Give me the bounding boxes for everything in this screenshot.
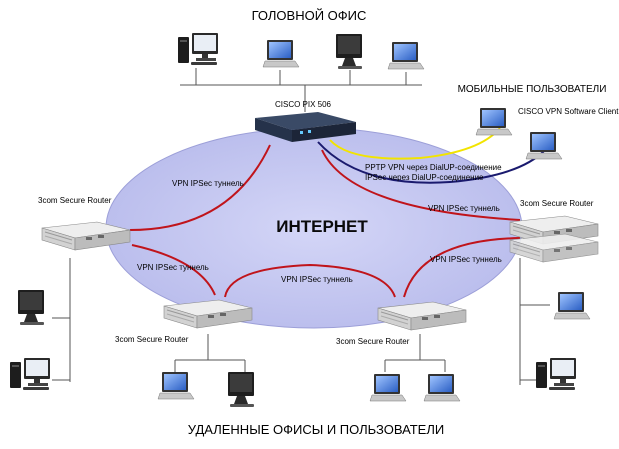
laptop-icon — [553, 291, 591, 320]
monitor-icon — [336, 34, 362, 69]
laptop-icon — [475, 107, 513, 136]
desktop-pc-icon — [536, 358, 576, 390]
vpn-tunnels — [129, 144, 521, 298]
monitor-icon — [228, 372, 254, 407]
router-label: 3com Secure Router — [336, 337, 410, 346]
internet-label: ИНТЕРНЕТ — [276, 217, 368, 236]
pptp-link — [329, 127, 501, 160]
ipsec-dialup-link — [317, 141, 546, 184]
router-label: 3com Secure Router — [520, 199, 594, 208]
laptop-icon — [387, 41, 425, 70]
tunnel-label: VPN IPSec туннель — [430, 255, 502, 264]
ipsec-dialup-label: IPSec через DialUP-соединение — [365, 173, 484, 182]
head-office-title: ГОЛОВНОЙ ОФИС — [252, 8, 367, 23]
tunnel-label: VPN IPSec туннель — [428, 204, 500, 213]
desktop-pc-icon — [10, 358, 50, 390]
laptop-icon — [262, 39, 300, 68]
laptop-icon — [369, 373, 407, 402]
laptop-icon — [157, 371, 195, 400]
laptop-icon — [423, 373, 461, 402]
vpn-client-label: CISCO VPN Software Client — [518, 107, 619, 116]
desktop-pc-icon — [178, 33, 218, 65]
router-label: 3com Secure Router — [115, 335, 189, 344]
remote-offices-title: УДАЛЕННЫЕ ОФИСЫ И ПОЛЬЗОВАТЕЛИ — [188, 422, 444, 437]
laptop-icon — [525, 131, 563, 160]
head-office-lan — [180, 68, 422, 112]
cisco-pix-label: CISCO PIX 506 — [275, 100, 332, 109]
remote-lans — [52, 258, 550, 385]
tunnel-label: VPN IPSec туннель — [137, 263, 209, 272]
tunnel-label: VPN IPSec туннель — [172, 179, 244, 188]
pptp-label: PPTP VPN через DialUP-соединение — [365, 163, 502, 172]
mobile-users-title: МОБИЛЬНЫЕ ПОЛЬЗОВАТЕЛИ — [458, 84, 607, 95]
router-label: 3com Secure Router — [38, 196, 112, 205]
monitor-icon — [18, 290, 44, 325]
tunnel-label: VPN IPSec туннель — [281, 275, 353, 284]
firewall-icon — [255, 112, 356, 142]
